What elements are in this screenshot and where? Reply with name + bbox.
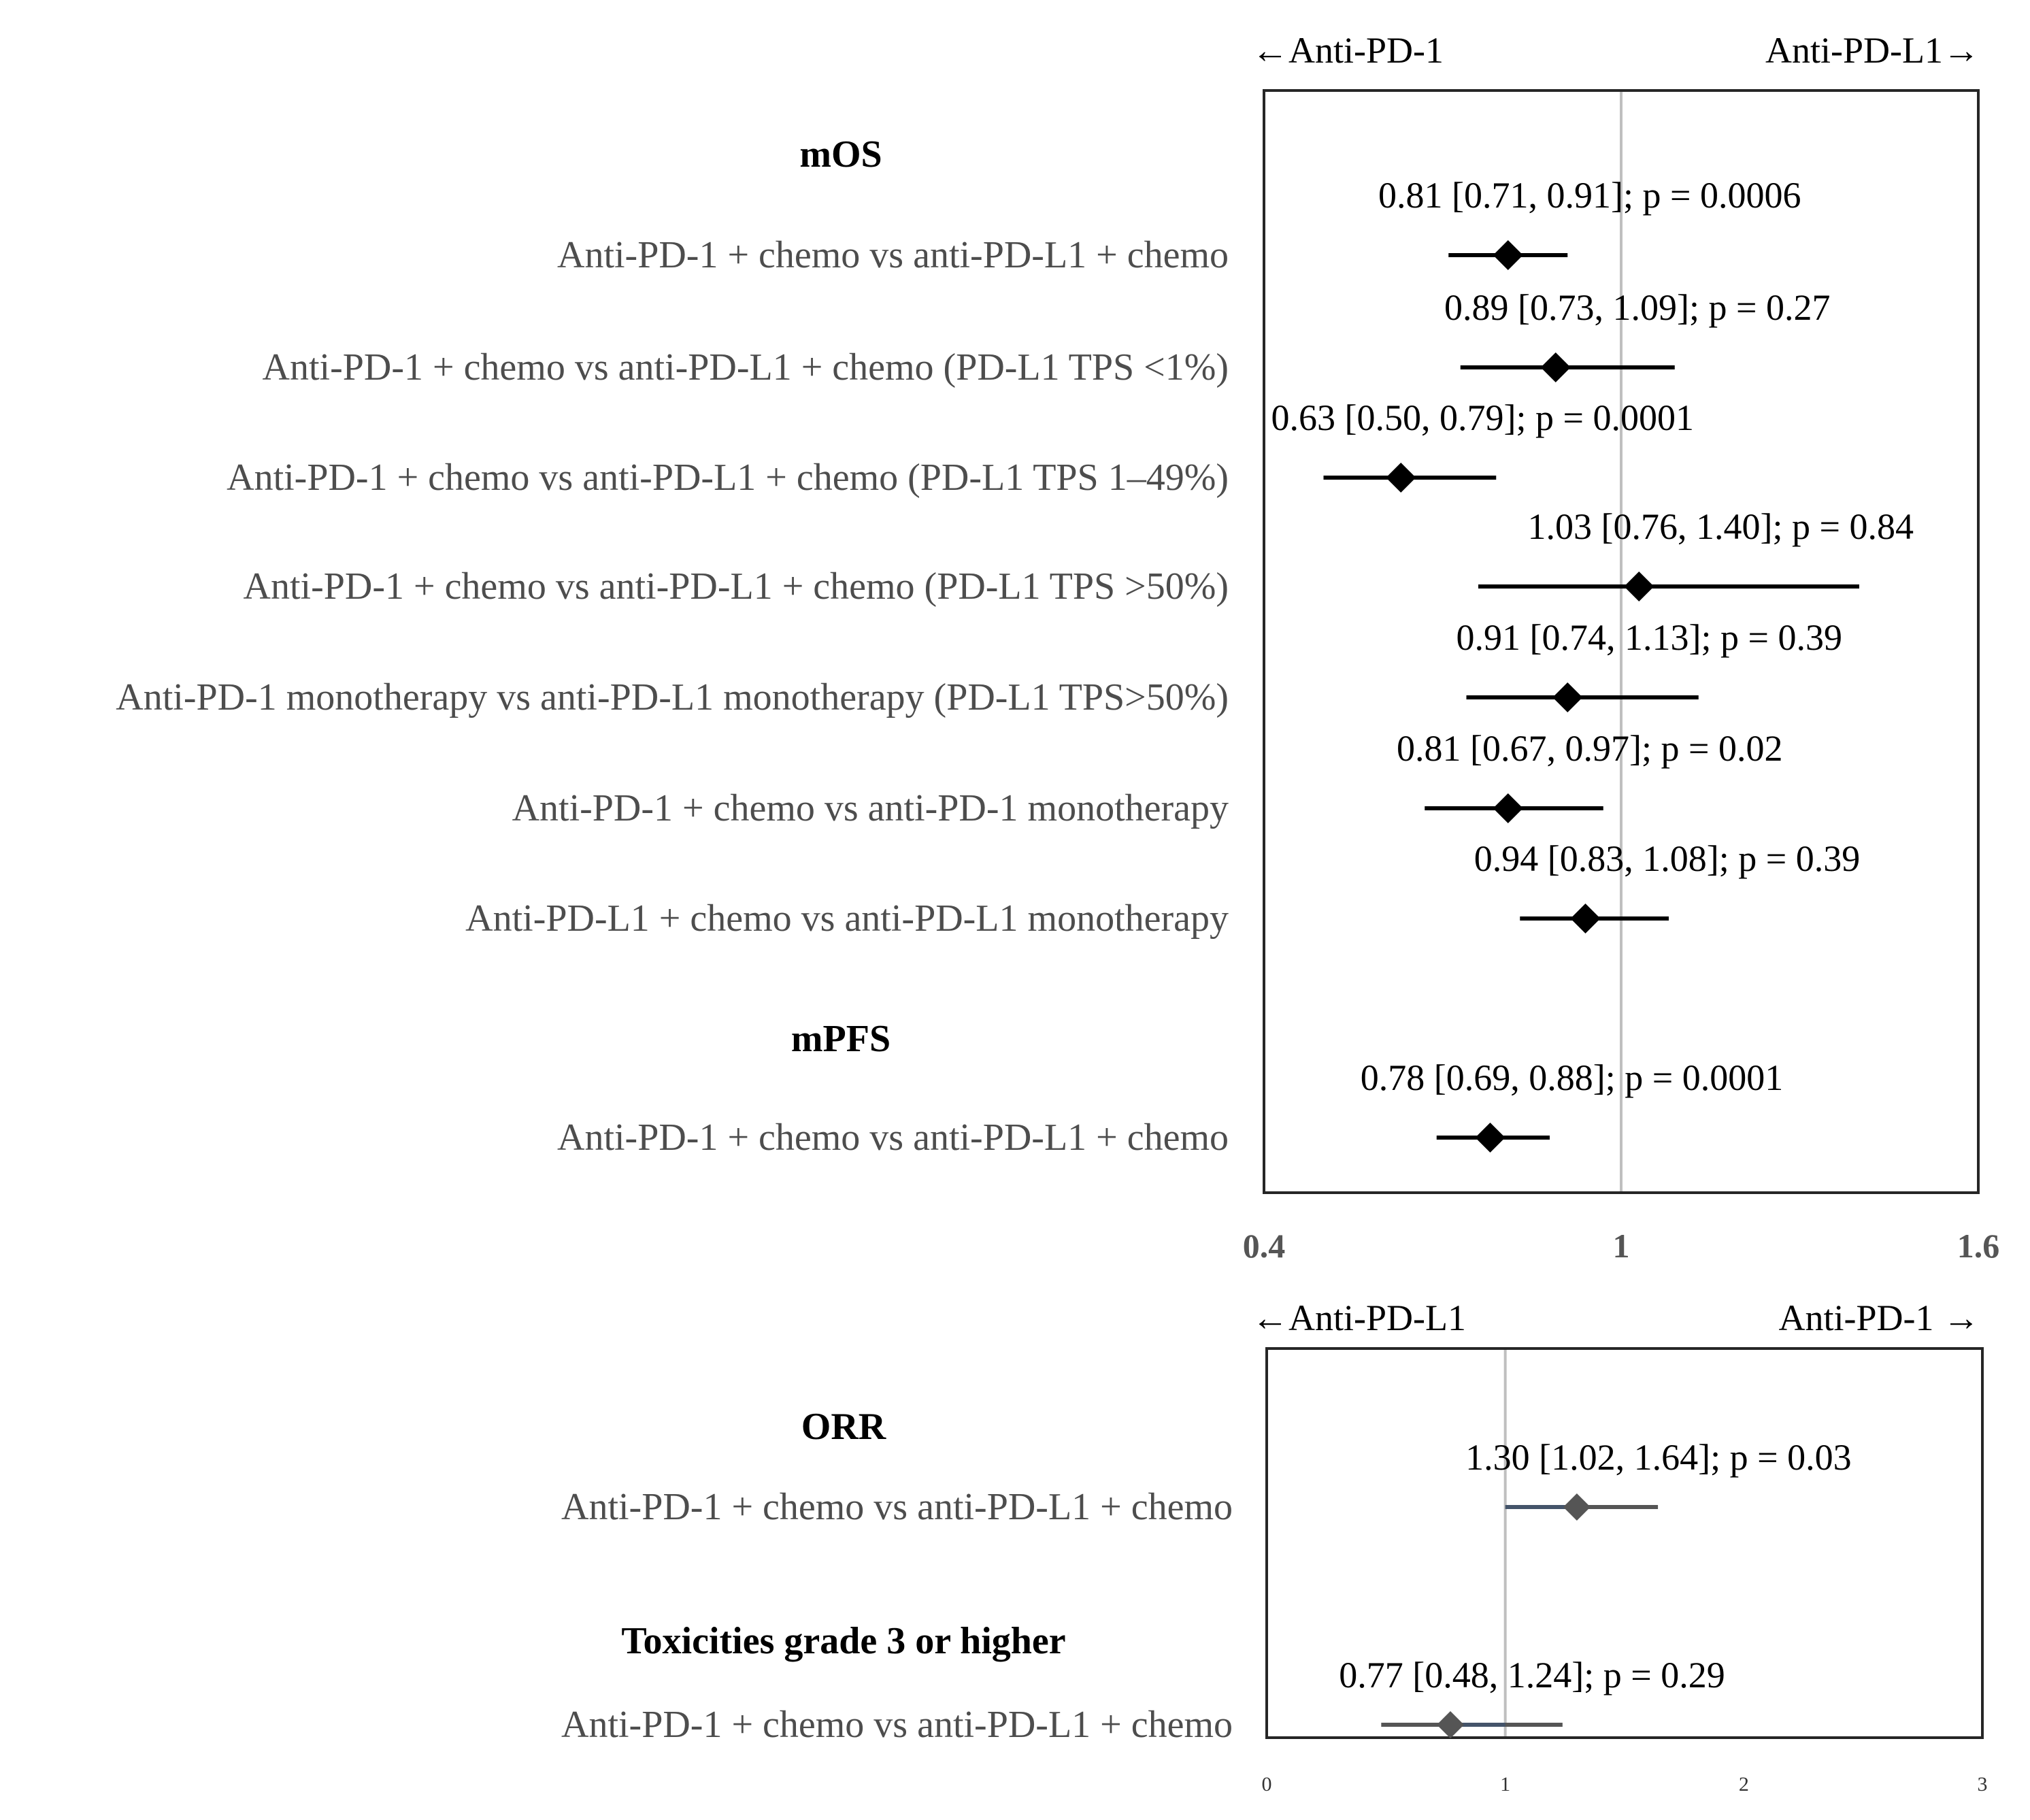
- row-label: Anti-PD-L1 + chemo vs anti-PD-L1 monothe…: [465, 897, 1229, 940]
- point-estimate-marker: [1475, 1123, 1505, 1153]
- tick-label: 2: [1739, 1773, 1749, 1796]
- row-label: Anti-PD-1 + chemo vs anti-PD-1 monothera…: [512, 787, 1229, 829]
- point-estimate-marker: [1570, 904, 1601, 933]
- estimate-label: 1.30 [1.02, 1.64]; p = 0.03: [1465, 1437, 1851, 1478]
- row-label: Anti-PD-1 + chemo vs anti-PD-L1 + chemo: [561, 1486, 1233, 1528]
- estimate-label: 0.63 [0.50, 0.79]; p = 0.0001: [1271, 397, 1694, 438]
- tick-label: 1: [1613, 1227, 1630, 1265]
- point-estimate-marker: [1624, 572, 1654, 601]
- forest-row: Anti-PD-1 + chemo vs anti-PD-L1 + chemo 0…: [557, 1057, 1783, 1159]
- direction-label-right: Anti-PD-1 →: [1779, 1297, 1980, 1338]
- forest-row: Anti-PD-1 + chemo vs anti-PD-L1 + chemo …: [244, 506, 1914, 608]
- tick-label: 1: [1500, 1773, 1510, 1796]
- forest-row: Anti-PD-1 + chemo vs anti-PD-L1 + chemo …: [227, 397, 1694, 499]
- section-heading: ORR: [801, 1406, 886, 1448]
- forest-row: Anti-PD-1 + chemo vs anti-PD-L1 + chemo 1…: [561, 1437, 1852, 1528]
- estimate-label: 0.89 [0.73, 1.09]; p = 0.27: [1444, 287, 1830, 328]
- forest-row: Anti-PD-1 + chemo vs anti-PD-1 monothera…: [512, 728, 1783, 829]
- forest-row: Anti-PD-1 + chemo vs anti-PD-L1 + chemo 0…: [561, 1655, 1725, 1746]
- point-estimate-marker: [1386, 463, 1416, 493]
- section-heading: Toxicities grade 3 or higher: [621, 1620, 1065, 1662]
- direction-label-right: Anti-PD-L1→: [1765, 30, 1980, 71]
- tick-label: 0: [1262, 1773, 1272, 1796]
- row-label: Anti-PD-1 + chemo vs anti-PD-L1 + chemo: [561, 1704, 1233, 1746]
- row-label: Anti-PD-1 + chemo vs anti-PD-L1 + chemo: [557, 234, 1229, 276]
- point-estimate-marker: [1493, 793, 1523, 823]
- estimate-label: 0.77 [0.48, 1.24]; p = 0.29: [1339, 1655, 1725, 1695]
- estimate-label: 0.94 [0.83, 1.08]; p = 0.39: [1474, 838, 1860, 879]
- point-estimate-marker: [1493, 240, 1523, 270]
- forest-row: Anti-PD-1 + chemo vs anti-PD-L1 + chemo 0…: [557, 175, 1801, 276]
- direction-label-left: ←Anti-PD-L1: [1252, 1297, 1466, 1338]
- forest-row: Anti-PD-1 monotherapy vs anti-PD-L1 mono…: [116, 617, 1842, 718]
- row-label: Anti-PD-1 + chemo vs anti-PD-L1 + chemo …: [263, 346, 1229, 388]
- tick-label: 1.6: [1957, 1227, 2000, 1265]
- section-heading: mPFS: [791, 1018, 891, 1060]
- estimate-label: 0.81 [0.67, 0.97]; p = 0.02: [1397, 728, 1782, 769]
- point-estimate-marker: [1552, 682, 1583, 712]
- forest-row: Anti-PD-1 + chemo vs anti-PD-L1 + chemo …: [263, 287, 1831, 388]
- row-label: Anti-PD-1 monotherapy vs anti-PD-L1 mono…: [116, 676, 1229, 718]
- plot-frame: [1263, 89, 1980, 1194]
- forest-row: Anti-PD-L1 + chemo vs anti-PD-L1 monothe…: [465, 838, 1860, 940]
- tick-label: 3: [1978, 1773, 1988, 1796]
- point-estimate-marker: [1540, 352, 1571, 382]
- tick-label: 0.4: [1243, 1227, 1286, 1265]
- section-heading: mOS: [799, 133, 882, 176]
- estimate-label: 0.78 [0.69, 0.88]; p = 0.0001: [1361, 1057, 1783, 1098]
- estimate-label: 1.03 [0.76, 1.40]; p = 0.84: [1528, 506, 1914, 547]
- direction-label-left: ←Anti-PD-1: [1252, 30, 1444, 71]
- estimate-label: 0.91 [0.74, 1.13]; p = 0.39: [1457, 617, 1842, 658]
- row-label: Anti-PD-1 + chemo vs anti-PD-L1 + chemo …: [244, 565, 1229, 608]
- plot-frame: [1265, 1347, 1984, 1739]
- estimate-label: 0.81 [0.71, 0.91]; p = 0.0006: [1378, 175, 1801, 216]
- row-label: Anti-PD-1 + chemo vs anti-PD-L1 + chemo …: [227, 457, 1229, 499]
- row-label: Anti-PD-1 + chemo vs anti-PD-L1 + chemo: [557, 1116, 1229, 1159]
- point-estimate-marker: [1437, 1711, 1465, 1738]
- point-estimate-marker: [1563, 1493, 1591, 1521]
